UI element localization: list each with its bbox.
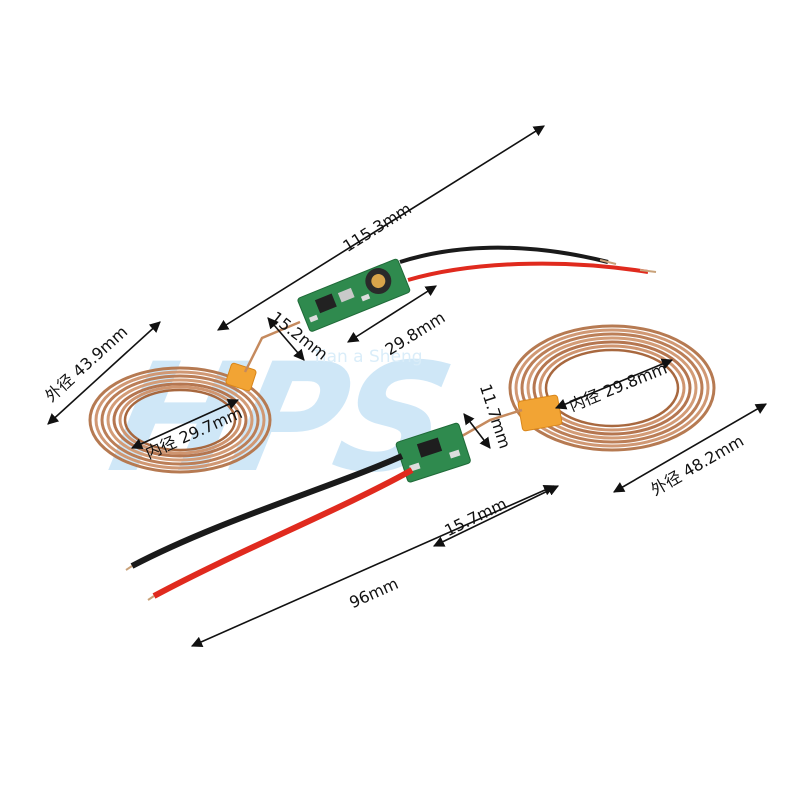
arrow-rx-total <box>190 484 556 648</box>
tx-wire-black <box>399 245 609 264</box>
arrow-tx-board-width <box>267 317 305 361</box>
tx-wire-red-tip <box>639 269 657 273</box>
rx-coil-tape <box>517 394 563 432</box>
arrow-rx-outer <box>613 403 767 493</box>
arrow-tx-outer <box>47 321 161 425</box>
arrow-tx-inner <box>130 399 240 449</box>
tx-coil-tape <box>225 362 257 392</box>
arrow-tx-total <box>217 125 545 331</box>
tx-wire-black-tip <box>599 259 617 265</box>
rx-coil <box>508 324 716 452</box>
rx-module <box>395 422 471 483</box>
label-rx-board-length: 15.7mm <box>441 494 509 540</box>
label-rx-coil-inner: 内径 29.8mm <box>566 359 669 416</box>
tx-wire-red <box>407 261 649 282</box>
arrow-tx-board-length <box>347 285 437 343</box>
arrow-rx-board-height <box>463 413 491 449</box>
label-tx-total-length: 115.3mm <box>339 199 414 256</box>
watermark-caption: Tian a Sheng <box>311 347 423 367</box>
watermark: HPS Tian a Sheng <box>98 331 461 506</box>
arrow-rx-inner <box>554 358 674 410</box>
label-rx-total-length: 96mm <box>346 574 401 612</box>
dimension-lines <box>47 125 767 648</box>
rx-wire-black-tip <box>125 565 133 571</box>
rx-wire-red-tip <box>147 595 155 601</box>
